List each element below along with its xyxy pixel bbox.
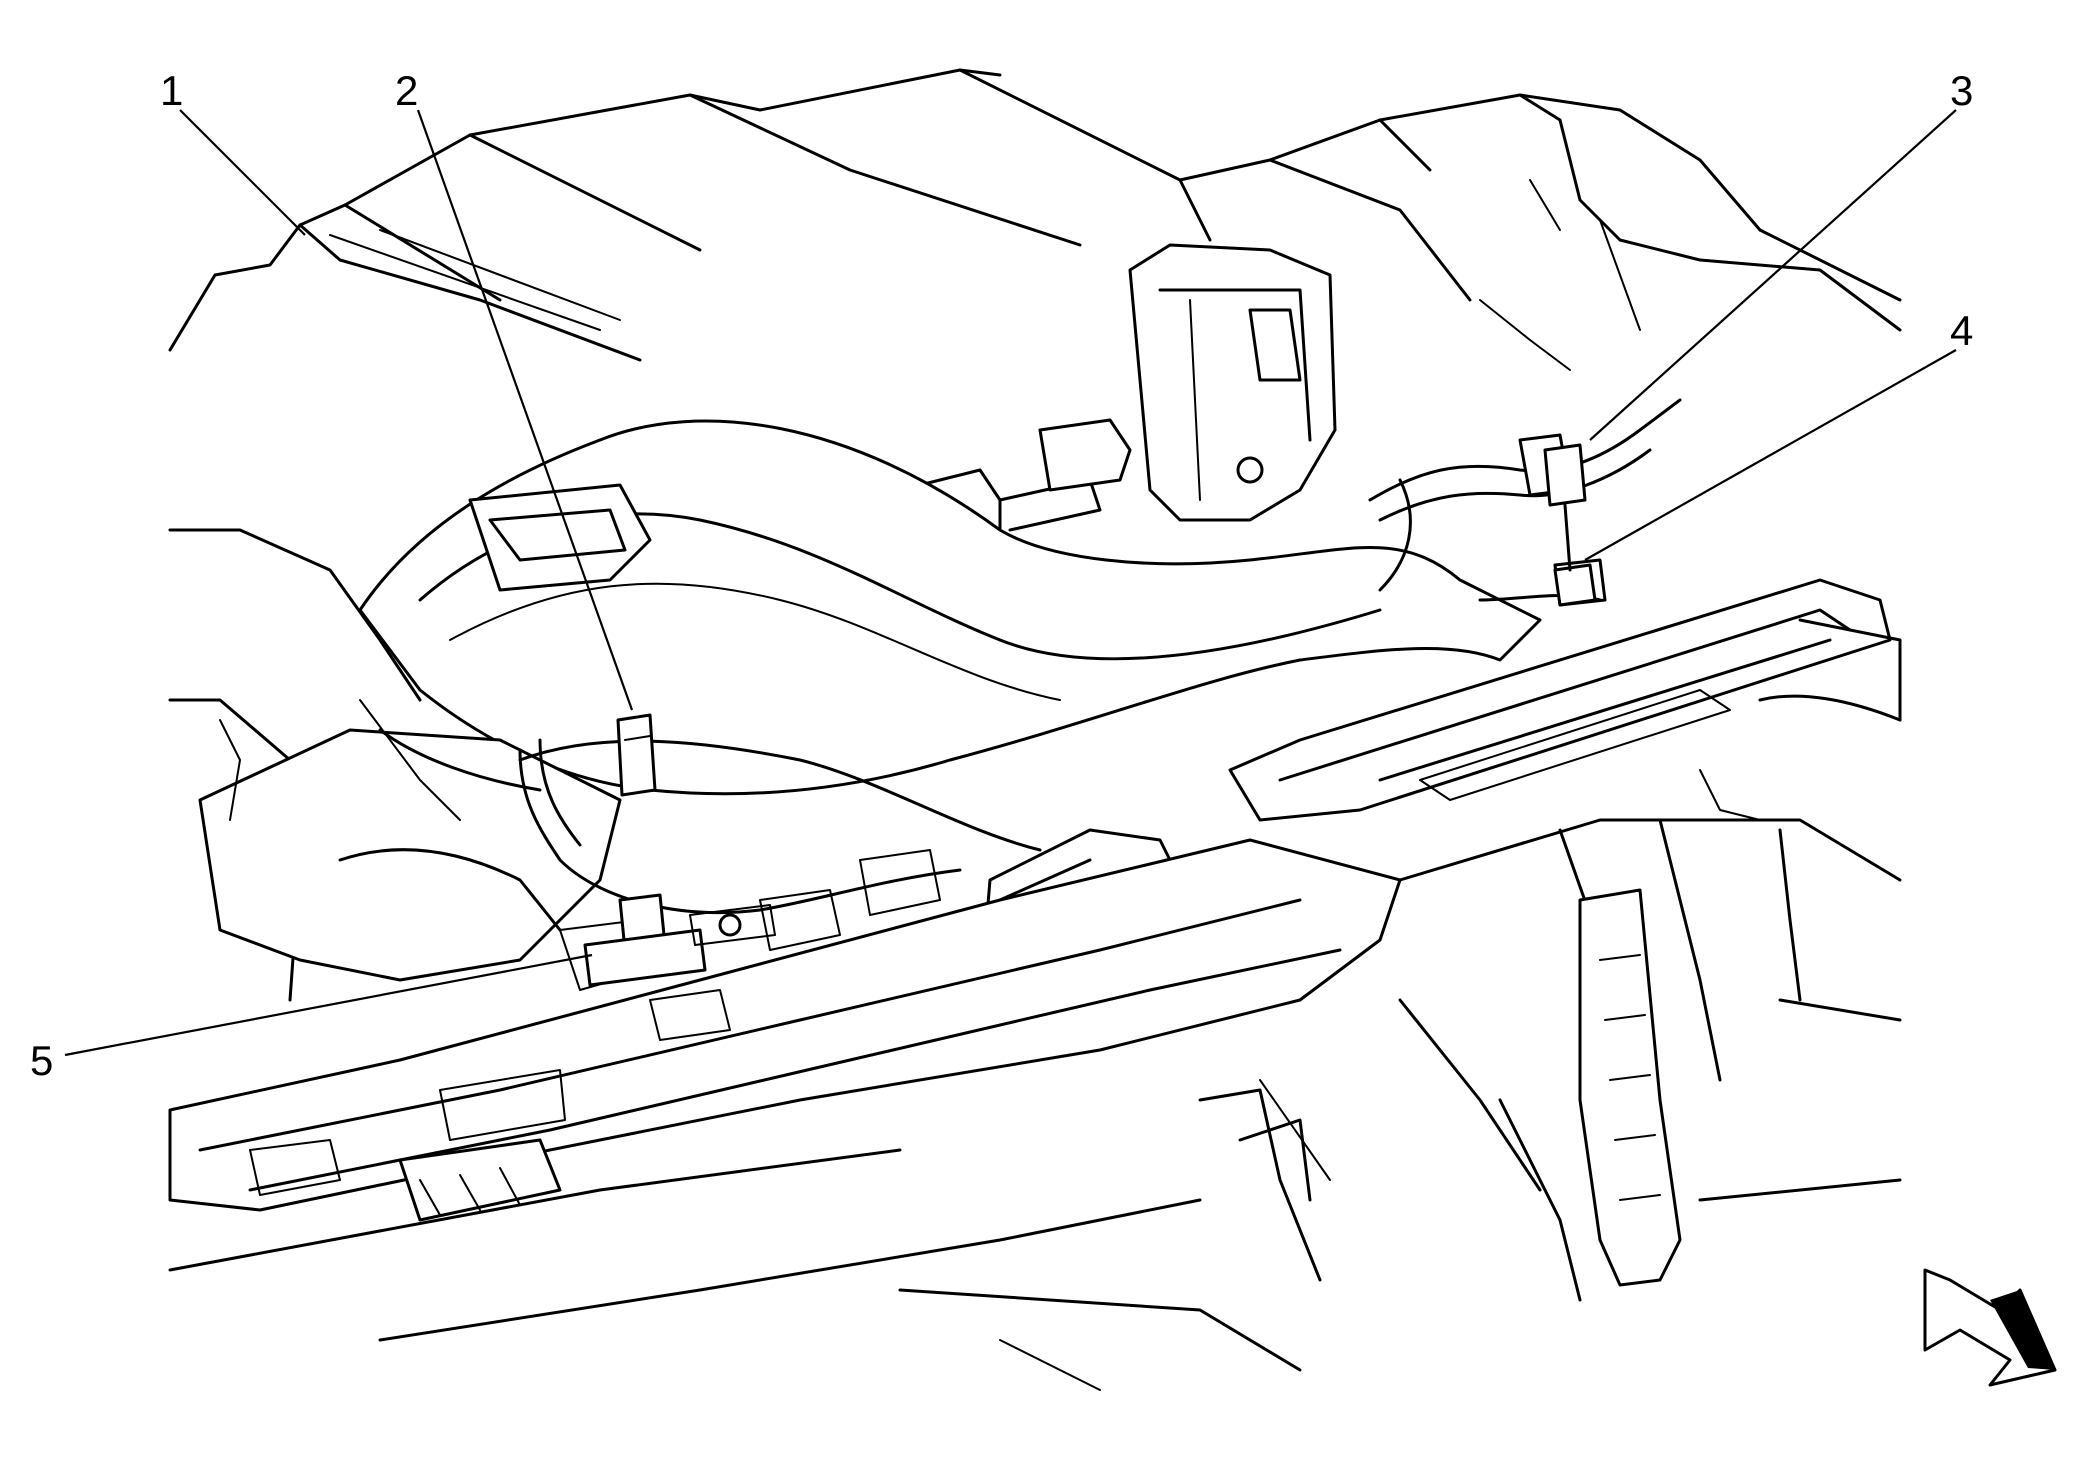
callout-5: 5 bbox=[30, 1037, 53, 1084]
leader-line-5 bbox=[64, 953, 593, 1057]
callout-2: 2 bbox=[395, 67, 418, 114]
callout-3: 3 bbox=[1950, 67, 1973, 114]
leader-line-4 bbox=[1584, 349, 1957, 561]
leader-line-1 bbox=[179, 109, 306, 236]
leader-line-2 bbox=[416, 109, 634, 711]
callout-1: 1 bbox=[160, 67, 183, 114]
underbody-illustration bbox=[168, 68, 1902, 1391]
callout-4: 4 bbox=[1950, 307, 1973, 354]
arrow-forward-icon bbox=[1923, 1268, 2057, 1387]
leader-line-3 bbox=[1589, 109, 1957, 441]
leader-lines bbox=[64, 109, 1957, 1057]
callout-labels: 1 2 3 4 5 bbox=[30, 67, 1973, 1084]
